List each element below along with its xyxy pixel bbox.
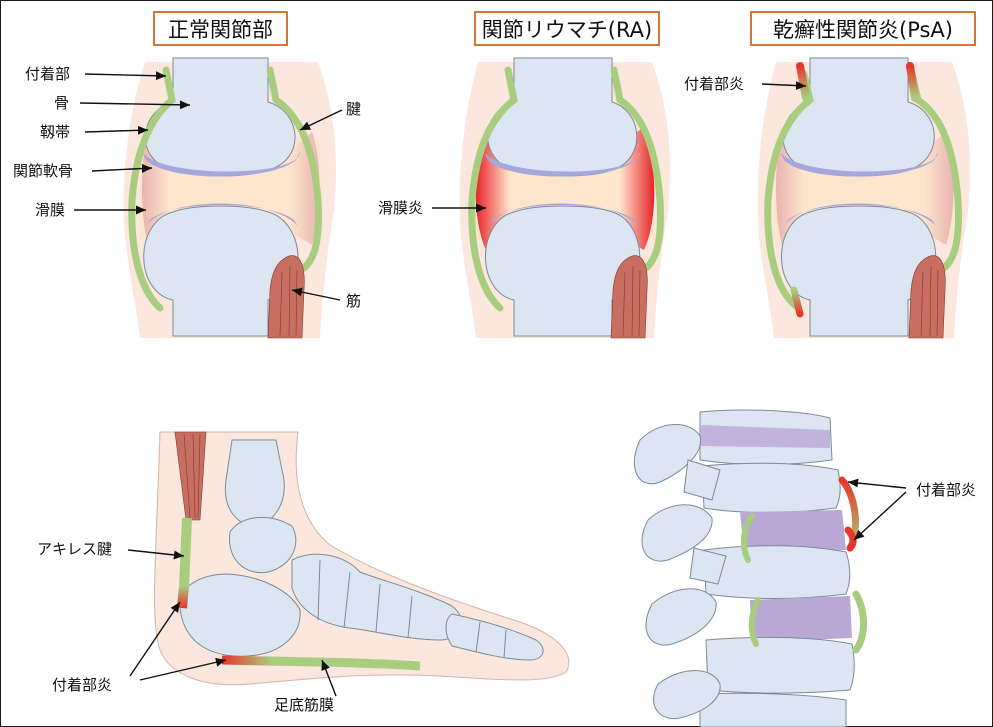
facet [683,459,721,501]
cartilage [484,152,640,177]
label-enthesitis-spine: 付着部炎 [916,481,977,499]
psa-joint [757,57,971,339]
achilles-tendon [179,517,192,589]
label-enthesitis-foot: 付着部炎 [52,676,113,694]
spinous-process [641,504,713,562]
enthesitis-mark [790,286,804,318]
ligament [468,66,518,312]
normal-joint [123,57,337,339]
calcaneus-bone [179,573,301,657]
label-synovium: 滑膜 [35,201,66,219]
label-tendon: 腱 [346,100,362,118]
ra-joint [459,57,671,339]
vertebra [705,636,855,694]
title-psa: 乾癬性関節炎(PsA) [750,11,976,46]
annotation-arrows [74,71,907,697]
spinal-ligament [852,590,867,654]
plantar-fascia [221,655,421,671]
enthesitis-mark [177,585,189,609]
tendon [610,66,664,272]
label-ligament: 靱帯 [40,123,71,141]
spine-diagram [634,409,867,727]
vertebra [703,545,851,599]
ligament [128,66,176,312]
vertebra [699,692,847,727]
label-enthesitis-psa: 付着部炎 [684,75,745,93]
title-normal: 正常関節部 [153,11,288,46]
label-cartilage: 関節軟骨 [13,162,74,180]
label-plantar-fascia: 足底筋膜 [274,696,335,714]
muscle [267,255,305,339]
spinal-ligament [748,597,761,647]
label-muscle: 筋 [346,292,362,310]
cartilage [780,152,938,177]
facet [689,547,727,585]
enthesitis-mark [906,62,919,102]
synovium [924,132,954,245]
intervertebral-disc [750,596,852,642]
label-attachment: 付着部 [25,65,71,83]
label-achilles: アキレス腱 [37,540,113,558]
tendon [908,70,962,272]
intervertebral-disc [740,510,846,552]
ligament [764,70,814,310]
spinal-ligament [844,526,857,552]
label-synovitis: 滑膜炎 [378,199,424,217]
spinous-process [653,670,721,720]
title-ra: 関節リウマチ(RA) [474,11,660,46]
tendon [266,66,322,272]
muscle [908,255,946,339]
spinous-process [645,588,717,646]
toe-bones [445,613,544,661]
foot-diagram [154,431,570,686]
cartilage [142,152,300,177]
label-bone: 骨 [54,94,70,112]
spinal-ligament [740,513,755,563]
muscle [610,255,648,339]
vertebra [701,462,841,513]
intervertebral-disc [700,425,830,448]
talus-bone [229,516,297,574]
